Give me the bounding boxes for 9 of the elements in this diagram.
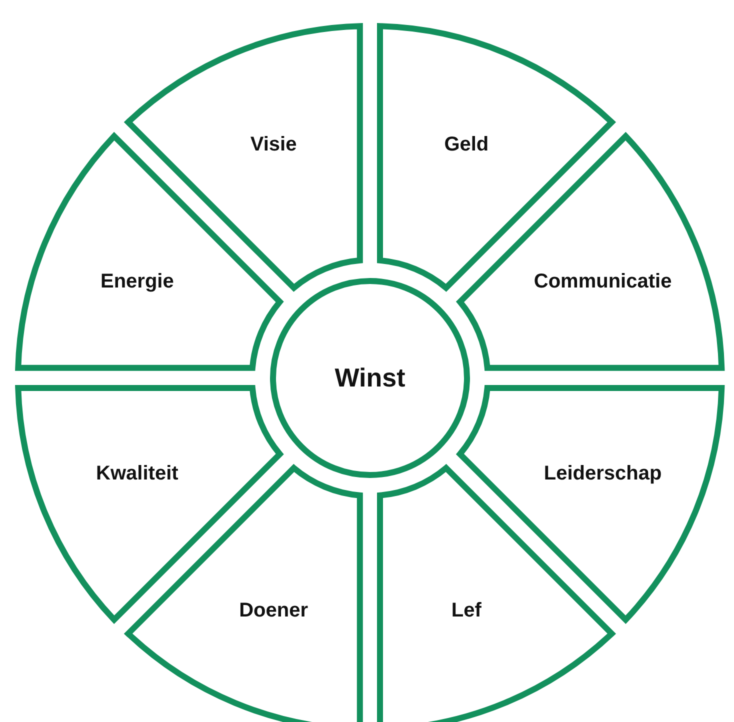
segment-label: Kwaliteit [96,462,178,486]
center-label: Winst [334,362,406,394]
segment-label: Energie [100,270,174,294]
segment-label: Doener [239,599,308,622]
segment-label: Lef [451,599,482,622]
segment-label: Geld [444,134,489,157]
segment-label: Communicatie [534,270,672,294]
segment-label: Visie [250,134,297,157]
segment-label: Leiderschap [544,462,662,486]
